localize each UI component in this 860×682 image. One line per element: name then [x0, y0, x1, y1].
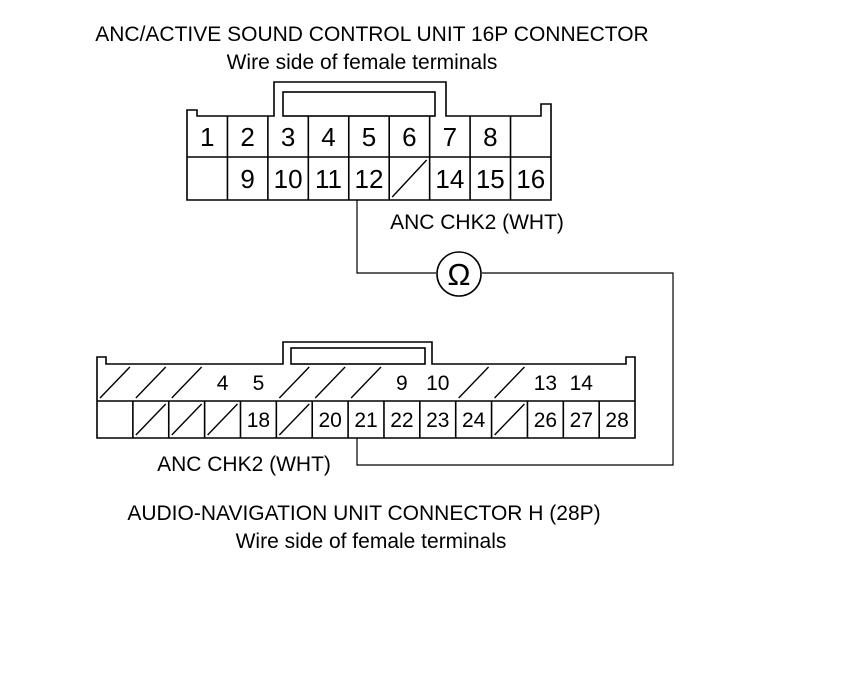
test-wiring [356, 200, 674, 466]
blank-cavity-slash [171, 366, 203, 399]
bottom-connector-latch [290, 347, 426, 365]
terminal-number: 15 [476, 164, 505, 194]
bottom-connector-cells: 4 5 9 10 13 14 18 20 21 22 23 24 26 27 28 [99, 366, 629, 438]
blank-cavity-slash [171, 403, 203, 436]
terminal-number: 1 [200, 122, 214, 152]
terminal-number: 7 [443, 122, 457, 152]
bottom-connector-title: AUDIO-NAVIGATION UNIT CONNECTOR H (28P) [127, 502, 600, 525]
top-connector [186, 81, 552, 201]
bottom-wire-label: ANC CHK2 (WHT) [157, 453, 331, 476]
blank-cavity-slash [99, 366, 131, 399]
terminal-number: 4 [321, 122, 335, 152]
terminal-number: 6 [402, 122, 416, 152]
blank-cavity-slash [391, 159, 428, 198]
terminal-number: 23 [426, 409, 449, 432]
top-connector-title: ANC/ACTIVE SOUND CONTROL UNIT 16P CONNEC… [95, 23, 648, 46]
terminal-number: 9 [396, 372, 408, 395]
terminal-number: 18 [247, 409, 270, 432]
terminal-number: 16 [516, 164, 545, 194]
blank-cavity-slash [207, 403, 238, 436]
terminal-number: 14 [570, 372, 594, 395]
blank-cavity-slash [494, 403, 525, 436]
blank-cavity-slash [458, 366, 490, 399]
blank-cavity-slash [135, 403, 167, 436]
blank-cavity-slash [278, 403, 310, 436]
terminal-number: 4 [217, 372, 229, 395]
blank-cavity-slash [314, 366, 346, 399]
bottom-connector-subtitle: Wire side of female terminals [236, 530, 507, 553]
terminal-number: 10 [426, 372, 449, 395]
terminal-number: 13 [534, 372, 557, 395]
terminal-number: 14 [435, 164, 464, 194]
blank-cavity-slash [278, 366, 310, 399]
terminal-number: 24 [462, 409, 486, 432]
top-connector-subtitle: Wire side of female terminals [227, 51, 498, 74]
terminal-number: 27 [570, 409, 593, 432]
terminal-number: 5 [253, 372, 265, 395]
blank-cavity-slash [135, 366, 167, 399]
ohmmeter-icon: Ω [436, 251, 482, 297]
wire-meter-loop [356, 272, 674, 466]
blank-cavity-slash [494, 366, 525, 399]
terminal-number: 5 [362, 122, 376, 152]
ohmmeter-symbol: Ω [447, 257, 470, 292]
top-wire-label: ANC CHK2 (WHT) [390, 211, 564, 234]
terminal-number: 11 [315, 164, 342, 194]
terminal-number: 21 [354, 409, 377, 432]
top-connector-latch [282, 91, 436, 117]
terminal-number: 20 [318, 409, 341, 432]
blank-cavity-slash [350, 366, 382, 399]
bottom-connector-outline [96, 341, 636, 439]
terminal-number: 8 [483, 122, 497, 152]
terminal-number: 9 [240, 164, 254, 194]
terminal-number: 28 [605, 409, 628, 432]
terminal-number: 2 [240, 122, 254, 152]
top-connector-outline [186, 81, 552, 201]
terminal-number: 22 [390, 409, 413, 432]
bottom-connector [96, 341, 636, 439]
terminal-number: 10 [274, 164, 303, 194]
wire-from-top-pin12 [356, 200, 436, 274]
terminal-number: 3 [281, 122, 295, 152]
terminal-number: 26 [534, 409, 557, 432]
terminal-number: 12 [355, 164, 384, 194]
